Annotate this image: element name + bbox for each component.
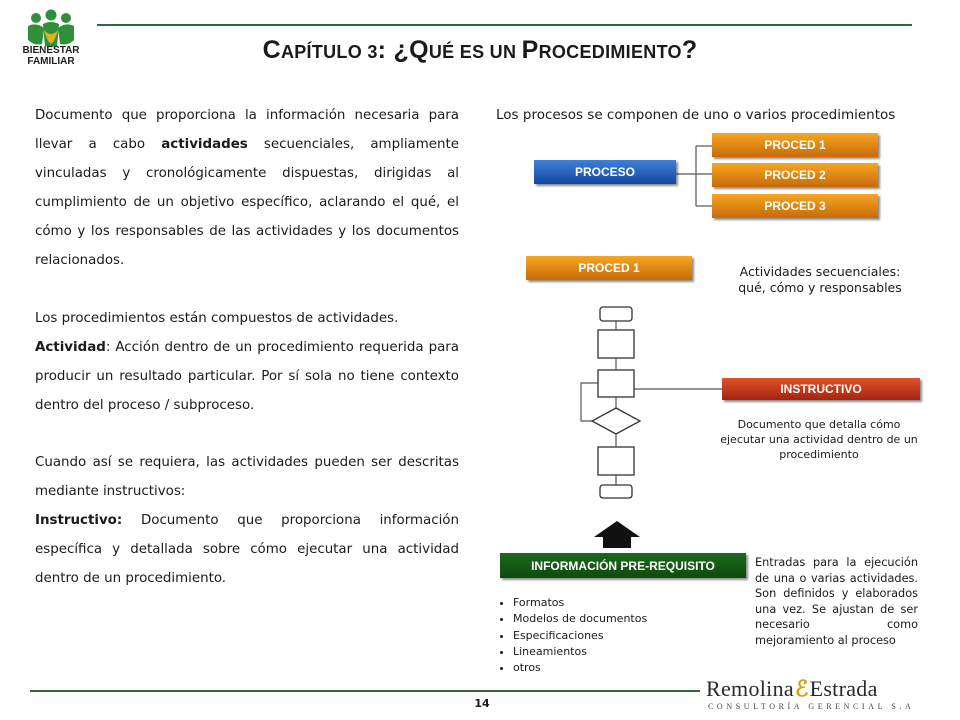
up-arrow-icon — [594, 521, 640, 548]
page-title: CAPÍTULO 3: ¿QUÉ ES UN PROCEDIMIENTO? — [150, 36, 810, 65]
definition-text: Documento que proporciona la información… — [35, 108, 459, 152]
brand-tagline: CONSULTORÍA GERENCIAL S.A — [708, 702, 915, 711]
title-part: APÍTULO — [280, 42, 368, 62]
definition-keyword: actividades — [161, 137, 248, 152]
activity-definition: Actividad: Acción dentro de un procedimi… — [35, 333, 459, 420]
instructivo-label: Instructivo: — [35, 513, 123, 528]
flow-terminal-start — [599, 306, 633, 322]
instructivo-note: Documento que detalla cómo ejecutar una … — [720, 418, 918, 461]
proced-1-label: PROCED 1 — [764, 138, 826, 152]
prereq-label: INFORMACIÓN PRE-REQUISITO — [531, 558, 715, 573]
title-part: P — [521, 36, 539, 64]
proced-2-label: PROCED 2 — [764, 168, 826, 182]
instructivo-paragraph: Cuando así se requiera, las actividades … — [35, 448, 459, 593]
activity-text: : Acción dentro de un procedimiento requ… — [35, 340, 459, 413]
activities-note-line-2: qué, cómo y responsables — [738, 280, 902, 295]
bienestar-familiar-logo — [28, 9, 74, 47]
proced-1-detail-box: PROCED 1 — [526, 256, 692, 280]
flow-decision — [590, 407, 642, 435]
instructivo-box-label: INSTRUCTIVO — [780, 382, 862, 396]
list-item: Lineamientos — [513, 644, 647, 660]
instructivo-box: INSTRUCTIVO — [722, 378, 920, 400]
activities-intro: Los procedimientos están compuestos de a… — [35, 311, 399, 326]
proced-2-box: PROCED 2 — [712, 163, 878, 187]
title-part: UÉ ES UN — [428, 42, 522, 62]
title-part: : ¿Q — [377, 36, 429, 64]
instructivo-intro: Cuando así se requiera, las actividades … — [35, 455, 459, 499]
logo-line-2: FAMILIAR — [27, 56, 75, 67]
activities-note: Actividades secuenciales: qué, cómo y re… — [712, 264, 928, 296]
proced-3-box: PROCED 3 — [712, 194, 878, 218]
process-intro: Los procesos se componen de uno o varios… — [496, 107, 896, 123]
prereq-list: Formatos Modelos de documentos Especific… — [494, 595, 647, 676]
brand-name-part-1: Remolina — [706, 676, 794, 701]
title-part: C — [262, 36, 281, 64]
activity-label: Actividad — [35, 340, 106, 355]
proced-3-label: PROCED 3 — [764, 199, 826, 213]
prereq-box: INFORMACIÓN PRE-REQUISITO — [500, 553, 746, 578]
brand-logo: RemolinaℰEstrada — [706, 676, 878, 702]
proceso-box: PROCESO — [534, 160, 676, 184]
brand-flag-icon: ℰ — [794, 676, 809, 701]
list-item: otros — [513, 660, 647, 676]
logo-text: BIENESTAR FAMILIAR — [14, 45, 88, 67]
brand-name-part-2: Estrada — [809, 676, 878, 701]
flow-process-step — [597, 369, 635, 398]
activities-note-line-1: Actividades secuenciales: — [739, 264, 901, 279]
proced-1-box: PROCED 1 — [712, 133, 878, 157]
page-number: 14 — [474, 697, 490, 710]
instructivo-text: Documento que proporciona información es… — [35, 513, 459, 586]
logo-line-1: BIENESTAR — [22, 45, 80, 56]
definition-paragraph: Documento que proporciona la información… — [35, 101, 459, 275]
title-part: ? — [681, 36, 698, 64]
list-item: Formatos — [513, 595, 647, 611]
proceso-label: PROCESO — [574, 165, 635, 179]
flow-terminal-end — [599, 484, 633, 499]
flow-process-step — [597, 446, 635, 476]
title-part: 3 — [367, 42, 378, 62]
instructivo-definition: Instructivo: Documento que proporciona i… — [35, 506, 459, 593]
list-item: Modelos de documentos — [513, 611, 647, 627]
title-part: ROCEDIMIENTO — [538, 42, 682, 62]
definition-text-cont: secuenciales, ampliamente vinculadas y c… — [35, 137, 459, 268]
bottom-rule — [30, 690, 700, 692]
top-rule — [97, 24, 912, 26]
flow-process-step — [597, 329, 635, 359]
list-item: Especificaciones — [513, 628, 647, 644]
proced-1-detail-label: PROCED 1 — [578, 261, 640, 275]
prereq-note: Entradas para la ejecución de una o vari… — [755, 556, 918, 647]
activities-paragraph: Los procedimientos están compuestos de a… — [35, 304, 459, 420]
